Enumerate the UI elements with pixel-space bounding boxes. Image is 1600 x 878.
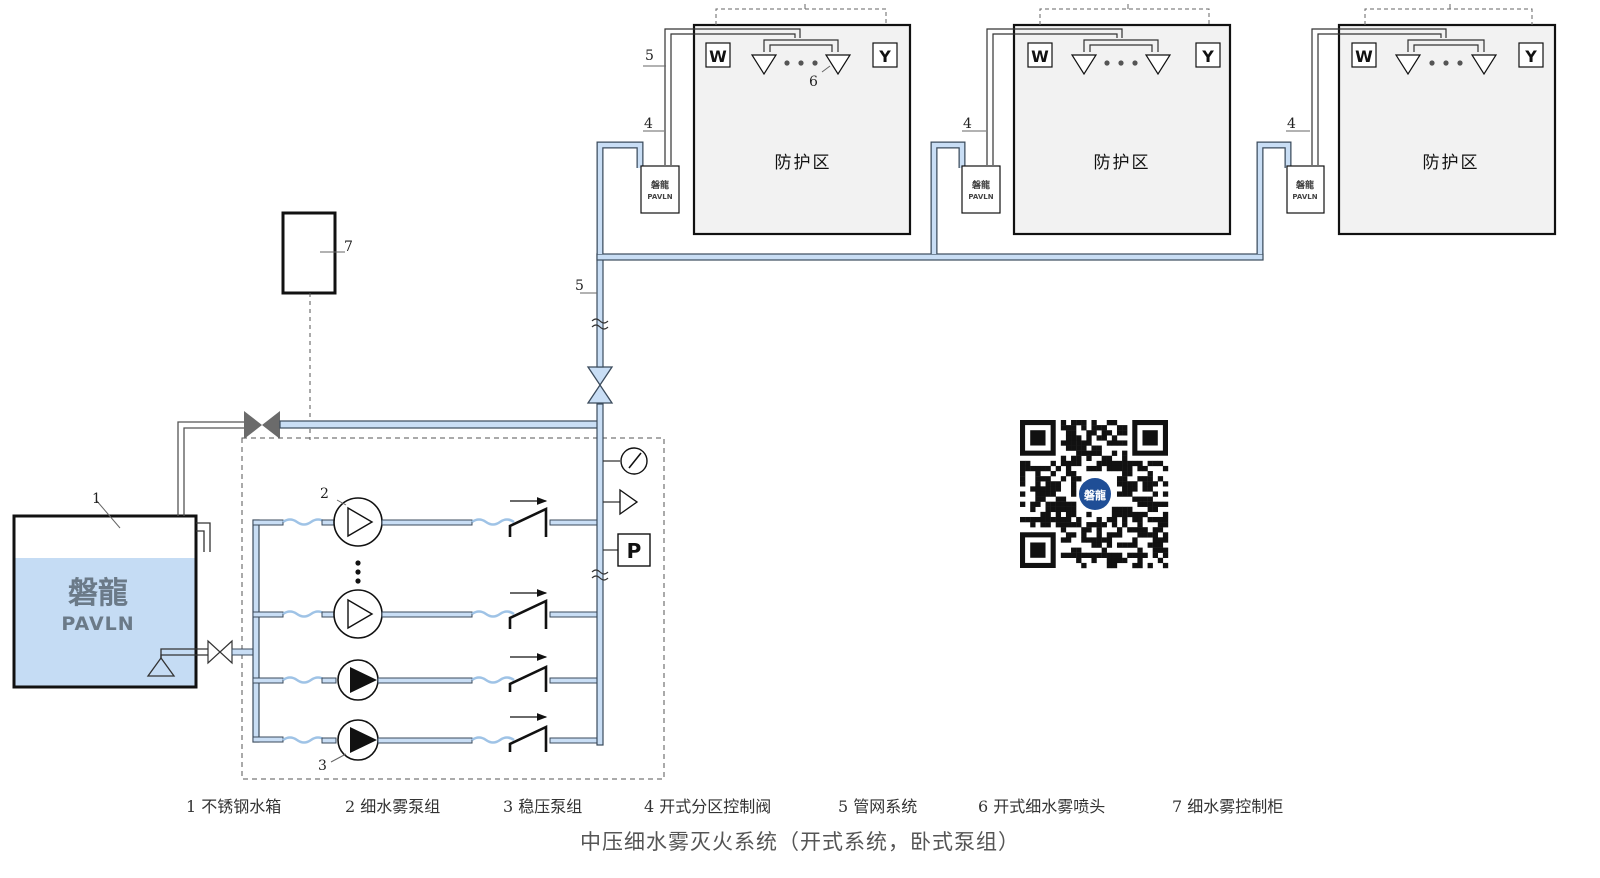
zone-1-w-tag: W <box>709 47 727 66</box>
zone-2-y-tag: Y <box>1201 47 1214 66</box>
zone-3-y-tag: Y <box>1524 47 1537 66</box>
riser-valve <box>586 366 614 404</box>
branch-pipe-number: 5 <box>645 48 654 64</box>
qr-center-logo <box>1079 478 1111 510</box>
svg-text:磐龍: 磐龍 <box>650 179 669 191</box>
check-valve-icon <box>508 724 548 752</box>
zone-2-title: 防护区 <box>1094 153 1151 173</box>
main-pump-number: 2 <box>320 486 329 502</box>
pressure-switch-label: P <box>627 539 642 563</box>
pump-row-3 <box>282 653 601 701</box>
discharge-header <box>596 403 604 746</box>
riser-pipe <box>596 253 604 368</box>
suction-valve <box>207 639 233 665</box>
stainless-water-tank: 磐龍 PAVLN <box>12 514 211 689</box>
diagram-caption: 中压细水雾灭火系统（开式系统，卧式泵组） <box>580 830 1020 854</box>
return-line-valve <box>244 411 280 439</box>
pump-row-4 <box>282 713 601 761</box>
legend: 1 不锈钢水箱 2 细水雾泵组 3 稳压泵组 4 开式分区控制阀 5 管网系统 … <box>0 793 1600 823</box>
svg-text:磐龍: 磐龍 <box>1295 179 1314 191</box>
zone-3-w-tag: W <box>1355 47 1373 66</box>
protection-zone-1: W Y 6 防护区 磐龍 PAVLN 4 5 <box>640 4 912 236</box>
legend-item: 2 细水雾泵组 <box>345 797 441 816</box>
nozzle-icon <box>1144 54 1172 76</box>
tank-logo-cn: 磐龍 <box>68 576 128 611</box>
protection-zone-3: W Y 防护区 磐龍 PAVLN 4 <box>1286 4 1557 236</box>
legend-item: 7 细水雾控制柜 <box>1172 797 1284 816</box>
qr-code <box>1020 420 1169 569</box>
legend-item: 1 不锈钢水箱 <box>186 797 282 816</box>
zone-3-title: 防护区 <box>1423 153 1480 173</box>
svg-text:PAVLN: PAVLN <box>647 193 672 201</box>
return-main-pipe <box>279 420 599 429</box>
zone-3-valve-number: 4 <box>1287 116 1296 132</box>
svg-text:磐龍: 磐龍 <box>971 179 990 191</box>
zone-1-y-tag: Y <box>878 47 891 66</box>
control-cabinet <box>281 211 337 295</box>
pump-row-1 <box>282 497 601 547</box>
relief-valve-icon <box>619 488 639 516</box>
zone-1-title: 防护区 <box>775 153 832 173</box>
legend-item: 4 开式分区控制阀 <box>644 797 772 816</box>
tank-logo-en: PAVLN <box>61 613 134 635</box>
pump-row-2 <box>282 589 601 639</box>
nozzle-icon <box>1070 54 1098 76</box>
pressure-switch-icon <box>617 533 651 567</box>
zone-1-valve-number: 4 <box>644 116 653 132</box>
protection-zone-2: W Y 防护区 磐龍 PAVLN 4 <box>961 4 1232 236</box>
legend-item: 5 管网系统 <box>838 797 918 816</box>
legend-item: 6 开式细水雾喷头 <box>978 797 1106 816</box>
check-valve-icon <box>508 506 548 537</box>
svg-text:PAVLN: PAVLN <box>968 193 993 201</box>
zone-3-control-valve <box>1286 165 1325 214</box>
riser-number: 5 <box>575 278 584 294</box>
check-valve-icon <box>508 664 548 692</box>
cabinet-number: 7 <box>344 239 353 255</box>
suction-manifold <box>252 519 260 743</box>
zone-2-w-tag: W <box>1031 47 1049 66</box>
nozzle-icon <box>750 54 778 76</box>
nozzle-icon <box>1394 54 1422 76</box>
nozzle-icon <box>824 54 852 76</box>
nozzle-number: 6 <box>809 74 818 90</box>
tank-number: 1 <box>92 491 101 507</box>
zone-1-control-valve <box>640 165 680 214</box>
zone-2-valve-number: 4 <box>963 116 972 132</box>
check-valve-icon <box>508 598 548 629</box>
distribution-main <box>596 253 1264 261</box>
zone-2-control-valve <box>961 165 1001 214</box>
legend-item: 3 稳压泵组 <box>503 797 583 816</box>
qr-center-text: 磐龍 <box>1084 488 1106 502</box>
nozzle-icon <box>1470 54 1498 76</box>
svg-text:PAVLN: PAVLN <box>1292 193 1317 201</box>
stabilizer-pump-number: 3 <box>318 758 327 774</box>
pump-skid-boundary <box>241 437 665 780</box>
